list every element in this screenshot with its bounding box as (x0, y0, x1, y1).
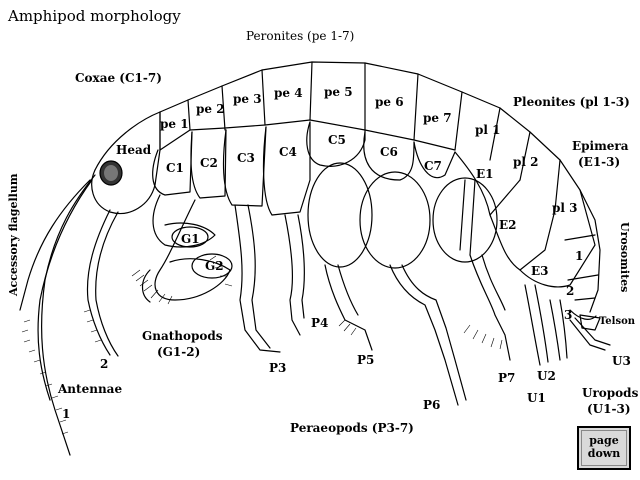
gnathopod-1 (152, 194, 216, 248)
g1-label: G1 (181, 232, 200, 246)
coxa-7 (413, 141, 456, 179)
pe3-label: pe 3 (233, 92, 262, 106)
e2-label: E2 (499, 218, 517, 232)
c3-label: C3 (237, 151, 255, 165)
gnathopod-2 (154, 199, 231, 301)
peraeopod-7 (469, 254, 511, 361)
uropod-1 (524, 284, 541, 366)
epimera-label-line1: Epimera (572, 139, 629, 153)
telson-outline (579, 314, 601, 331)
gnathopods-label-line1: Gnathopods (142, 329, 223, 343)
epimera-label-line2: (E1-3) (578, 155, 621, 169)
uropods-label-line2: (U1-3) (587, 402, 631, 416)
p7-label: P7 (498, 371, 516, 385)
peraeopod-5 (324, 264, 373, 351)
urosomites-label: Urosomites (618, 222, 631, 293)
peraeopod-4 (284, 214, 301, 336)
pl3-label: pl 3 (552, 201, 578, 215)
e3-label: E3 (531, 264, 549, 278)
c2-label: C2 (200, 156, 218, 170)
dorsal-outline (94, 61, 601, 313)
antennae-label: Antennae (58, 382, 123, 396)
u1-label: U1 (527, 391, 546, 405)
u2-label: U2 (537, 369, 556, 383)
basis-p6 (359, 171, 431, 269)
pe2-label: pe 2 (196, 102, 225, 116)
antenna-2-number: 2 (100, 357, 109, 371)
c1-label: C1 (166, 161, 184, 175)
epimeron-3 (519, 189, 596, 288)
telson-label: Telson (599, 316, 636, 327)
page-down-line1: page (589, 434, 619, 448)
accessory-flagellum-label: Accessory flagellum (7, 173, 20, 296)
epimeron-2 (489, 159, 561, 271)
coxa-5 (306, 121, 366, 167)
basis-p5 (307, 162, 373, 268)
urosomite-1-number: 1 (575, 249, 584, 263)
gnathopods-label-line2: (G1-2) (157, 345, 201, 359)
antenna-2 (86, 209, 111, 356)
c4-label: C4 (279, 145, 297, 159)
pl2-label: pl 2 (513, 155, 539, 169)
p3-label: P3 (269, 361, 287, 375)
basis-p7 (432, 177, 498, 263)
page-down-line2: down (587, 447, 621, 460)
uropod-2 (549, 299, 561, 361)
coxae-label: Coxae (C1-7) (75, 71, 162, 85)
peronites-label: Peronites (pe 1-7) (246, 29, 355, 43)
c5-label: C5 (328, 133, 346, 147)
coxa-6 (363, 131, 415, 181)
pe4-label: pe 4 (274, 86, 303, 100)
c7-label: C7 (424, 159, 442, 173)
pe6-label: pe 6 (375, 95, 404, 109)
p4-label: P4 (311, 316, 329, 330)
head-outline (91, 111, 161, 214)
pl1-label: pl 1 (475, 123, 501, 137)
c6-label: C6 (380, 145, 398, 159)
uropods-label-line1: Uropods (582, 386, 639, 400)
peraeopod-3 (234, 204, 281, 353)
uropod-3 (569, 319, 606, 351)
pe5-label: pe 5 (324, 85, 353, 99)
head-label: Head (116, 143, 152, 157)
pleonites-label: Pleonites (pl 1-3) (513, 95, 630, 109)
p6-label: P6 (423, 398, 441, 412)
u3-label: U3 (612, 354, 631, 368)
g2-label: G2 (205, 259, 224, 273)
coxa-3 (222, 126, 267, 207)
coxa-4 (262, 121, 311, 216)
accessory-flagellum-line (19, 179, 91, 311)
urosomite-2-number: 2 (566, 284, 575, 298)
coxa-1 (152, 131, 193, 196)
peraeopod-6 (389, 264, 459, 406)
e1-label: E1 (476, 167, 494, 181)
diagram-title: Amphipod morphology (8, 7, 181, 25)
p5-label: P5 (357, 353, 375, 367)
pe7-label: pe 7 (423, 111, 452, 125)
urosomite-3-number: 3 (564, 308, 573, 322)
peraeopods-label: Peraeopods (P3-7) (290, 421, 414, 435)
coxa-2 (190, 129, 227, 199)
antenna-1-number: 1 (62, 407, 71, 421)
pe1-label: pe 1 (160, 117, 189, 131)
